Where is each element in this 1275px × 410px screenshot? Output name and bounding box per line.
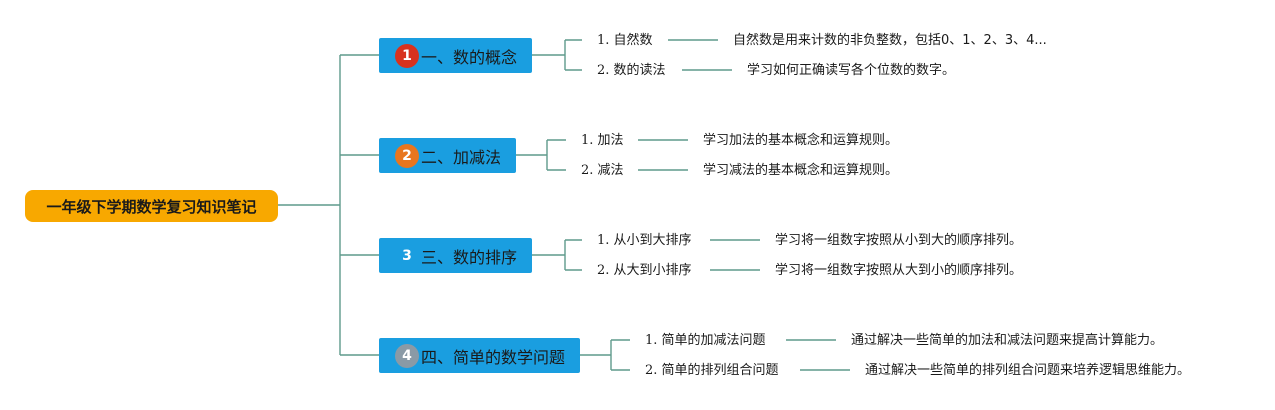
branch-label-3: 三、数的排序 [421,247,518,267]
leaf-2-2[interactable]: 2. 减法 [581,163,624,178]
leaf-1-2-desc: 学习如何正确读写各个位数的数字。 [747,63,956,78]
branch-1-fork [532,39,582,71]
badge-4-icon: 4 [395,344,419,368]
leaf-3-1[interactable]: 1. 从小到大排序 [597,233,692,248]
leaf-4-2-desc: 通过解决一些简单的排列组合问题来培养逻辑思维能力。 [865,363,1191,378]
branch-3-fork [532,239,582,271]
leaf-2-1-desc: 学习加法的基本概念和运算规则。 [703,133,899,148]
leaf-1-1[interactable]: 1. 自然数 [597,33,653,48]
leaf-3-2[interactable]: 2. 从大到小排序 [597,263,692,278]
badge-2-icon: 2 [395,144,419,168]
branch-label-1: 一、数的概念 [421,47,518,67]
branch-label-4: 四、简单的数学问题 [421,347,566,367]
leaf-1-2[interactable]: 2. 数的读法 [597,63,666,78]
root-label: 一年级下学期数学复习知识笔记 [46,197,257,216]
leaf-4-1-desc: 通过解决一些简单的加法和减法问题来提高计算能力。 [851,333,1164,348]
leaf-3-1-desc: 学习将一组数字按照从小到大的顺序排列。 [775,233,1023,248]
branch-node-2[interactable]: 2 二、加减法 [379,138,516,173]
badge-3-icon: 3 [395,244,419,268]
badge-1-icon: 1 [395,44,419,68]
root-node[interactable]: 一年级下学期数学复习知识笔记 [25,190,278,222]
leaf-4-2[interactable]: 2. 简单的排列组合问题 [645,363,779,378]
branch-label-2: 二、加减法 [421,147,502,167]
branch-node-4[interactable]: 4 四、简单的数学问题 [379,338,580,373]
leaf-1-1-desc: 自然数是用来计数的非负整数，包括0、1、2、3、4... [733,33,1047,48]
leaf-2-2-desc: 学习减法的基本概念和运算规则。 [703,163,899,178]
root-trunk [278,54,379,356]
branch-node-1[interactable]: 1 一、数的概念 [379,38,532,73]
leaf-4-1[interactable]: 1. 简单的加减法问题 [645,333,766,348]
branch-4-fork [580,339,630,371]
leaf-2-1[interactable]: 1. 加法 [581,133,624,148]
leaf-desc-lines [638,39,850,371]
branch-2-fork [516,139,566,171]
leaf-3-2-desc: 学习将一组数字按照从大到小的顺序排列。 [775,263,1023,278]
branch-node-3[interactable]: 3 三、数的排序 [379,238,532,273]
